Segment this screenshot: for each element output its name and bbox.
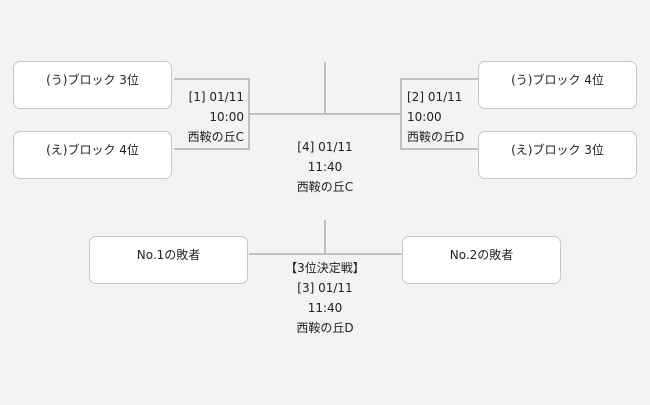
match-time: 11:40 <box>307 301 343 315</box>
match-1-info: [1] 01/11 10:00 西鞍の丘C <box>188 87 244 147</box>
match-venue: 西鞍の丘D <box>296 321 354 335</box>
match-time: 11:40 <box>307 160 343 174</box>
team-box-right-top: (う)ブロック 4位 <box>478 61 637 109</box>
match-3-info: 【3位決定戦】 [3] 01/11 11:40 西鞍の丘D <box>225 258 425 338</box>
match-title: 【3位決定戦】 <box>285 261 365 275</box>
bracket-line <box>400 78 478 80</box>
bracket-line <box>174 78 250 80</box>
match-time: 10:00 <box>209 110 244 124</box>
team-box-loser2: No.2の敗者 <box>402 236 561 284</box>
match-venue: 西鞍の丘C <box>187 130 244 144</box>
bracket-line <box>400 148 478 150</box>
bracket-line <box>248 113 402 115</box>
team-box-left-top: (う)ブロック 3位 <box>13 61 172 109</box>
match-id: [2] 01/11 <box>407 90 463 104</box>
match-venue: 西鞍の丘C <box>296 180 354 194</box>
team-box-left-bottom: (え)ブロック 4位 <box>13 131 172 179</box>
team-box-right-bottom: (え)ブロック 3位 <box>478 131 637 179</box>
match-id: [4] 01/11 <box>297 140 353 154</box>
match-2-info: [2] 01/11 10:00 西鞍の丘D <box>407 87 464 147</box>
bracket-line <box>249 253 402 255</box>
match-time: 10:00 <box>407 110 442 124</box>
bracket-line <box>174 148 250 150</box>
match-venue: 西鞍の丘D <box>407 130 465 144</box>
match-4-info: [4] 01/11 11:40 西鞍の丘C <box>225 137 425 197</box>
team-box-loser1: No.1の敗者 <box>89 236 248 284</box>
match-id: [3] 01/11 <box>297 281 353 295</box>
bracket-line <box>324 62 326 114</box>
match-id: [1] 01/11 <box>188 90 244 104</box>
bracket-line <box>324 220 326 254</box>
